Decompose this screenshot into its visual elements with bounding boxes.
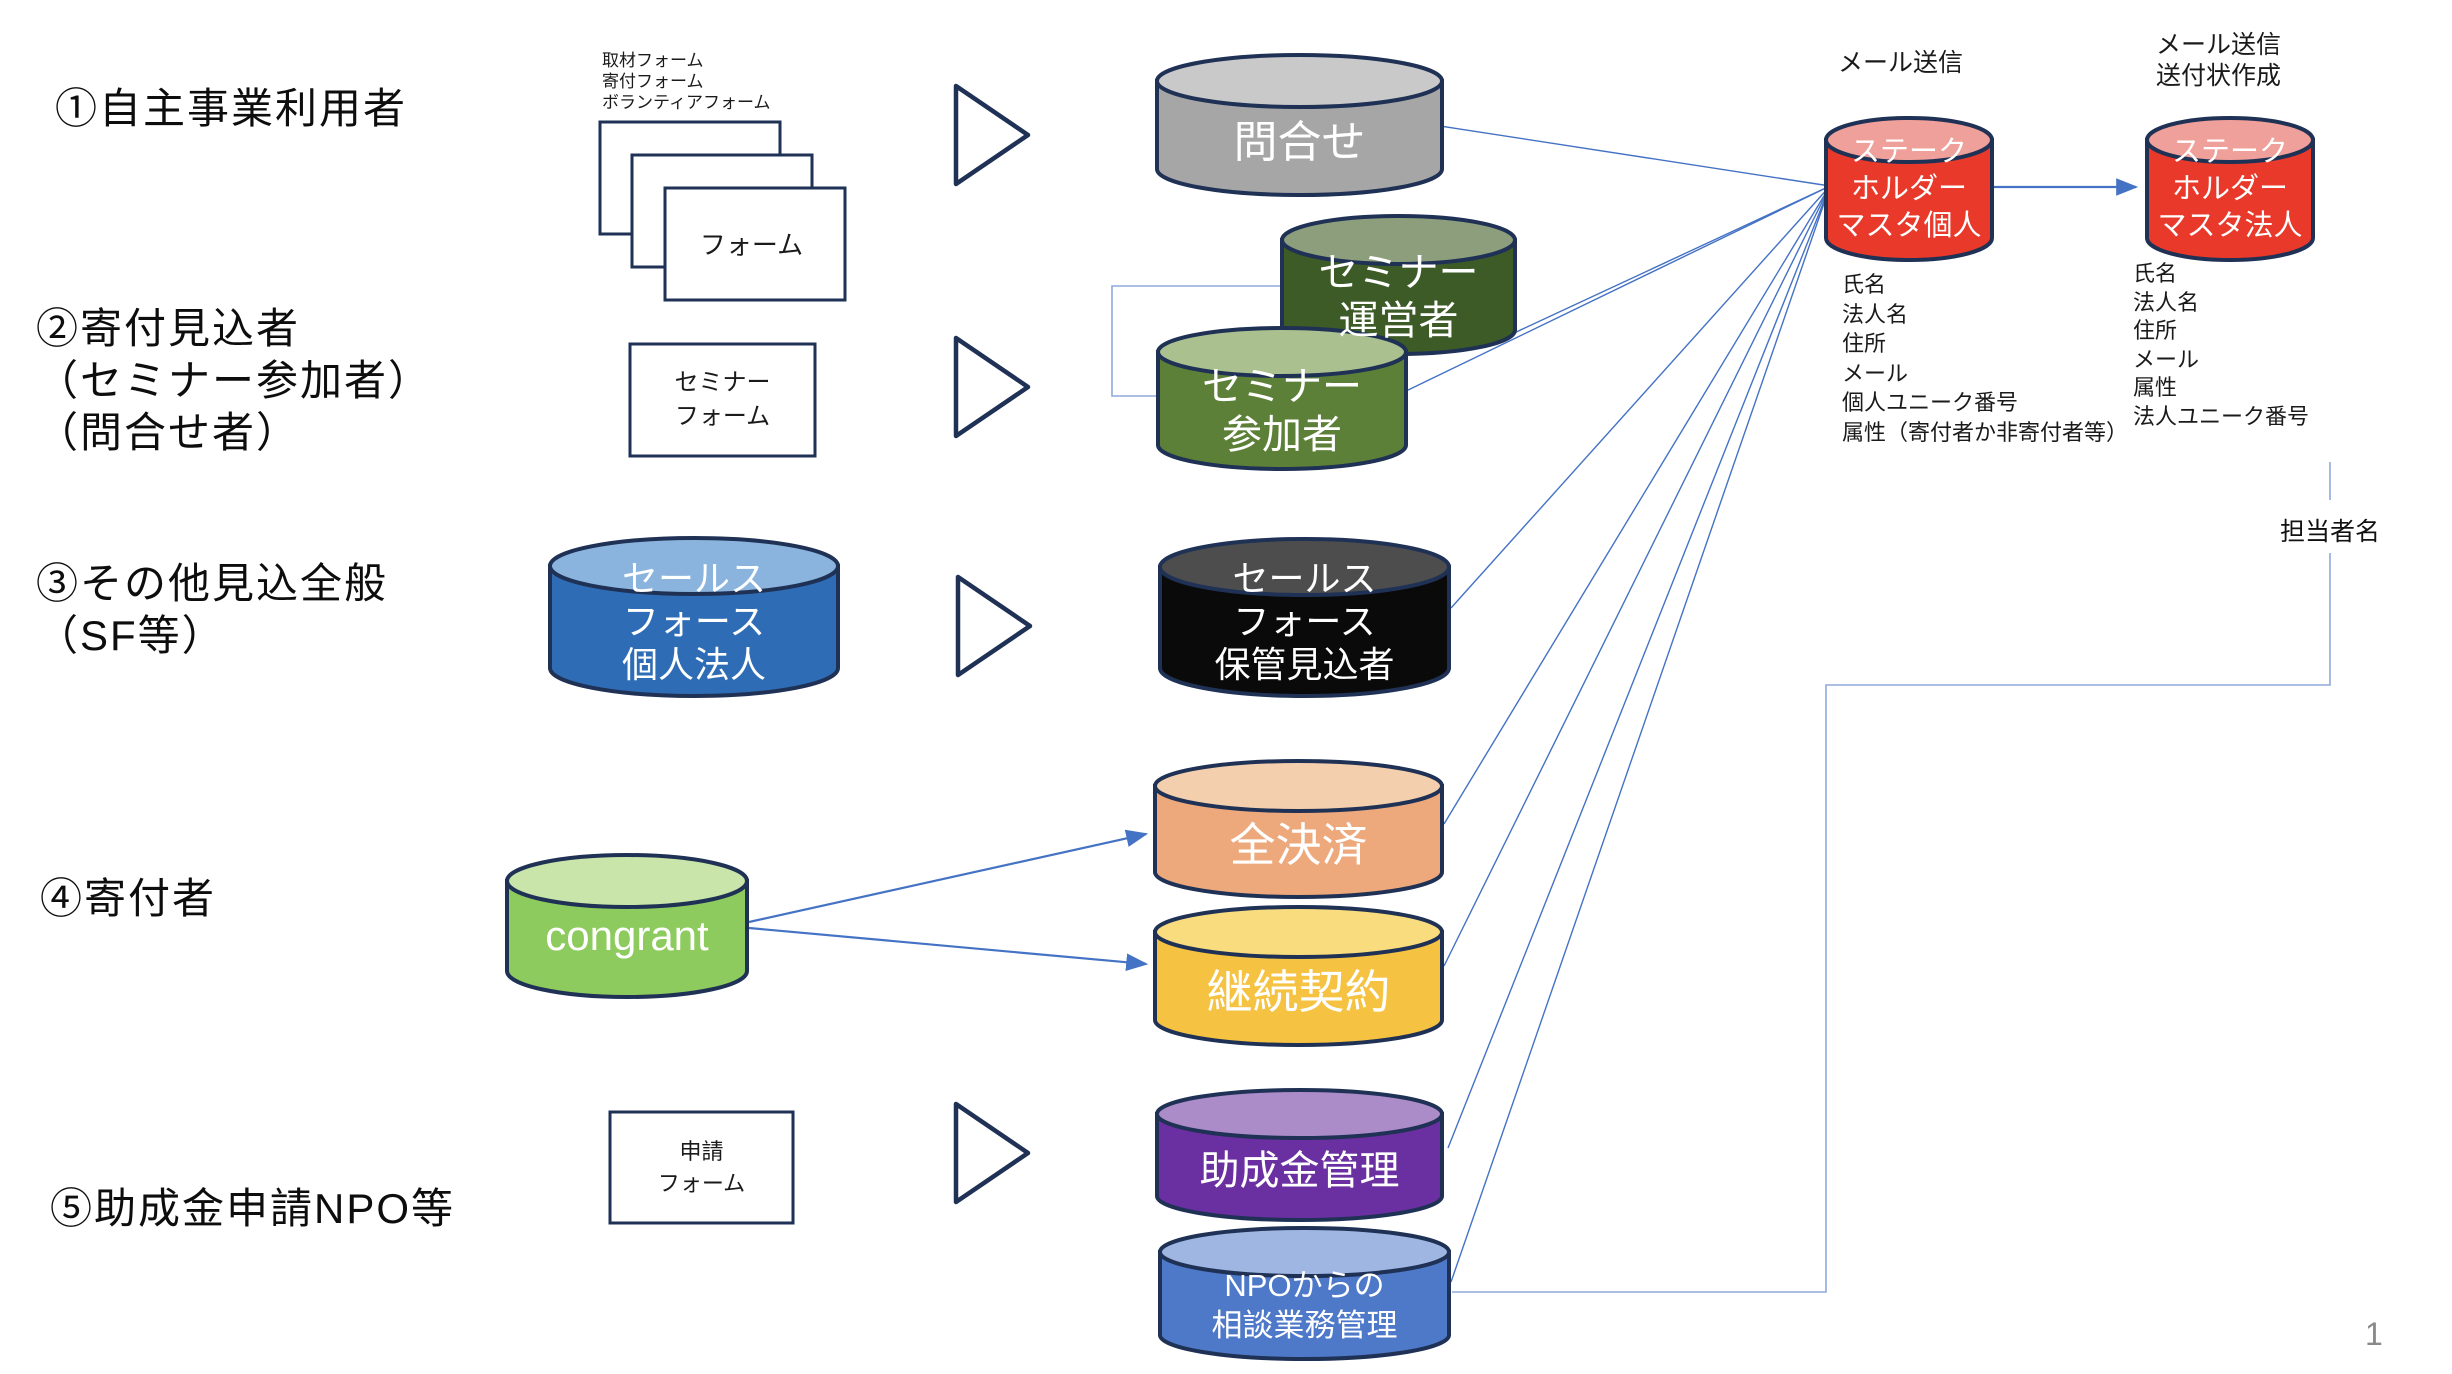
seminar-bracket-connector <box>1111 285 1282 397</box>
cylinder-seminar-participant <box>1156 326 1408 471</box>
flow-triangles <box>953 83 1033 1205</box>
seminar-form-label: セミナー フォーム <box>674 369 771 430</box>
all-payments-label: 全決済 <box>1229 818 1368 871</box>
flow-triangle-icon-row2 <box>953 335 1031 439</box>
form-boxes <box>598 120 847 1225</box>
cylinder-recurring-contracts <box>1153 905 1444 1047</box>
cylinder-npo-consulting <box>1158 1226 1451 1361</box>
corporate-attributes-list: 氏名 法人名 住所 メール 属性 法人ユニーク番号 <box>2133 261 2310 429</box>
stakeholder-individual-label: ステーク ホルダー マスタ個人 <box>1836 135 1982 242</box>
cylinder-grant-management <box>1155 1088 1444 1222</box>
page-number: 1 <box>2365 1316 2383 1352</box>
seminar-operator-label: セミナー 運営者 <box>1318 251 1479 343</box>
cylinder-salesforce-individual-corporate <box>548 536 840 698</box>
line-salesforce-prospects-to-stakeholder <box>1450 185 1831 609</box>
salesforce-individual-label: セールス フォース 個人法人 <box>621 557 766 685</box>
line-grant-to-stakeholder <box>1447 185 1831 1149</box>
npo-consulting-label: NPOからの 相談業務管理 <box>1211 1267 1398 1343</box>
grant-management-label: 助成金管理 <box>1199 1149 1400 1193</box>
cylinder-stakeholder-master-corporate <box>2145 116 2315 262</box>
row1-label: ①自主事業利用者 <box>55 85 408 132</box>
cylinder-stakeholder-master-individual <box>1824 116 1994 262</box>
row2-label: ②寄付見込者 （セミナー参加者） （問合せ者） <box>36 305 433 456</box>
cylinder-congrant <box>505 853 749 999</box>
contact-person-label: 担当者名 <box>2280 518 2381 546</box>
fan-connector-lines <box>1403 125 1831 1283</box>
line-inquiry-to-stakeholder <box>1439 125 1831 187</box>
seminar-form-box <box>628 342 817 458</box>
application-form-box <box>608 1110 795 1225</box>
cylinder-inquiry <box>1155 53 1444 197</box>
arrow-congrant-to-recurring <box>748 926 1149 971</box>
mail-send-cover-caption: メール送信 送付状作成 <box>2156 31 2282 90</box>
cylinders-layer <box>505 53 2315 1361</box>
stakeholder-corporate-label: ステーク ホルダー マスタ法人 <box>2157 135 2303 242</box>
flow-triangle-icon-row5 <box>953 1101 1031 1205</box>
form-stack-front-label: フォーム <box>699 229 804 260</box>
cylinder-all-payments <box>1153 759 1444 899</box>
line-seminar-operator-to-stakeholder <box>1511 185 1831 335</box>
cylinder-salesforce-stored-prospects <box>1158 537 1451 698</box>
inquiry-label: 問合せ <box>1233 118 1366 167</box>
line-recurring-to-stakeholder <box>1443 185 1831 967</box>
mail-send-caption: メール送信 <box>1838 49 1964 77</box>
application-form-label: 申請 フォーム <box>657 1138 746 1196</box>
flow-arrows <box>748 178 2139 971</box>
elbow-connectors <box>1111 285 2331 1293</box>
line-seminar-participant-to-stakeholder <box>1403 185 1831 393</box>
row5-label: ⑤助成金申請NPO等 <box>50 1185 456 1232</box>
form-stack-front-box <box>663 186 847 302</box>
cylinder-seminar-operator <box>1280 214 1517 356</box>
seminar-participant-label: セミナー 参加者 <box>1202 364 1362 457</box>
npo-to-corporate-master-connector <box>1452 553 2331 1293</box>
form-stack-caption: 取材フォーム 寄付フォーム ボランティアフォーム <box>602 51 771 112</box>
line-all-payments-to-stakeholder <box>1443 185 1831 825</box>
recurring-contracts-label: 継続契約 <box>1206 965 1391 1018</box>
individual-attributes-list: 氏名 法人名 住所 メール 個人ユニーク番号 属性（寄付者か非寄付者等） <box>1842 272 2129 445</box>
congrant-label: congrant <box>545 912 709 959</box>
flow-triangle-icon-row3 <box>955 574 1033 678</box>
line-npo-to-stakeholder <box>1450 185 1831 1283</box>
salesforce-prospects-label: セールス フォース 保管見込者 <box>1214 558 1395 685</box>
flow-triangle-icon-row1 <box>953 83 1031 187</box>
row3-label: ③その他見込全般 （SF等） <box>36 560 389 659</box>
row4-label: ④寄付者 <box>40 875 217 922</box>
arrow-congrant-to-all-payments <box>748 829 1149 924</box>
